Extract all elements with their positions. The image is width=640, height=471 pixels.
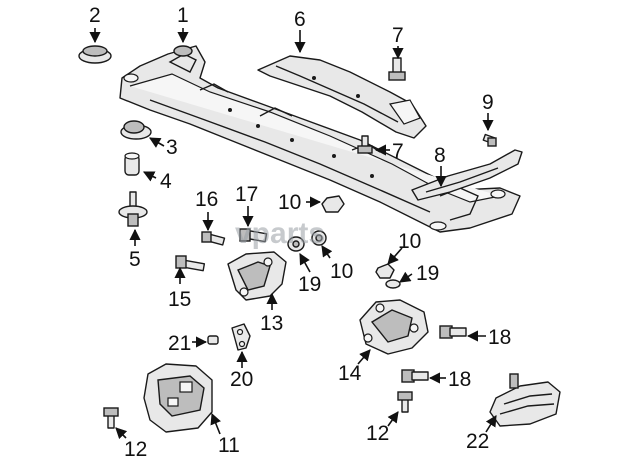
bolt-9	[482, 133, 497, 147]
callout-20: 20	[230, 368, 253, 391]
nut-10-c	[375, 263, 395, 279]
callout-19-b: 19	[416, 262, 439, 285]
bushing-lower	[120, 120, 152, 140]
callout-16: 16	[195, 188, 218, 211]
small-bracket	[231, 323, 251, 351]
bolt-17	[239, 228, 268, 243]
mount-bracket-left	[227, 251, 287, 301]
clip	[207, 335, 219, 345]
nut-10-b	[311, 230, 327, 246]
callout-labels: 2 1 6 7 9 3 4 5 7 8 10 16 17 15 13 19 10…	[89, 4, 511, 461]
nut-10-a	[321, 195, 345, 213]
callout-6: 6	[294, 8, 306, 31]
callout-17: 17	[235, 183, 258, 206]
shield-strip	[411, 149, 523, 201]
callout-8: 8	[434, 144, 446, 167]
callout-10-c: 10	[398, 230, 421, 253]
bolt-18-lower	[401, 369, 429, 383]
callout-22: 22	[466, 430, 489, 453]
callout-10-b: 10	[330, 260, 353, 283]
callout-18-lower: 18	[448, 368, 471, 391]
callout-14: 14	[338, 362, 362, 385]
callout-2: 2	[89, 4, 101, 27]
crossmember-frame	[119, 45, 521, 233]
washer-19-b	[385, 279, 401, 289]
callout-13: 13	[260, 312, 283, 335]
mount-stud	[118, 191, 148, 227]
callout-11: 11	[218, 434, 240, 457]
cover-plate	[489, 373, 561, 427]
callout-12-right: 12	[366, 422, 389, 445]
callout-7-lower: 7	[392, 140, 404, 163]
callout-12-left: 12	[124, 438, 147, 461]
leader-lines	[89, 28, 497, 440]
support-bracket	[257, 55, 427, 139]
callout-4: 4	[160, 170, 172, 193]
bolt-7-upper	[388, 57, 406, 81]
callout-18-upper: 18	[488, 326, 511, 349]
callout-5: 5	[129, 248, 141, 271]
callout-9: 9	[482, 91, 494, 114]
bolt-12-right	[397, 391, 413, 413]
bolt-16	[201, 231, 226, 246]
callout-7-upper: 7	[392, 24, 404, 47]
callout-1: 1	[177, 4, 189, 27]
callout-19-a: 19	[298, 273, 321, 296]
bolt-12-left	[103, 407, 119, 429]
spacer	[124, 152, 140, 176]
bolt-15	[175, 255, 206, 272]
washer-19-a	[287, 236, 305, 252]
bushing-upper	[78, 45, 112, 64]
callout-21: 21	[168, 332, 191, 355]
mount-insulator	[143, 363, 213, 433]
bolt-18-upper	[439, 325, 467, 339]
callout-15: 15	[168, 288, 191, 311]
callout-3: 3	[166, 136, 178, 159]
callout-10-a: 10	[278, 191, 301, 214]
bolt-7-lower	[357, 135, 373, 154]
mount-bracket-right	[359, 299, 429, 355]
